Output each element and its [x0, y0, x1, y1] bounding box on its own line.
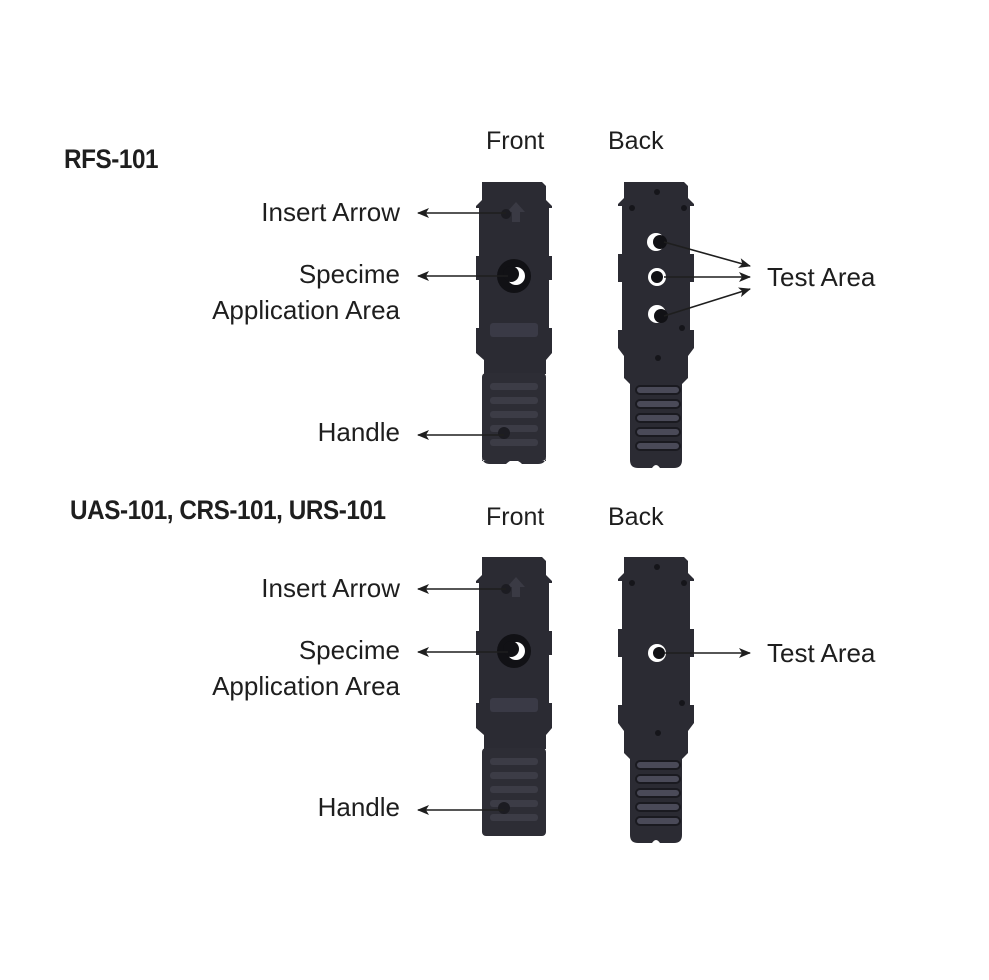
- back-view-label: Back: [608, 127, 664, 155]
- back-device-illustration: [617, 182, 695, 468]
- handle-label: Handle: [317, 792, 400, 822]
- model-title-uas-crs-urs: UAS-101, CRS-101, URS-101: [70, 495, 386, 525]
- front-view-label: Front: [486, 503, 545, 531]
- handle-label: Handle: [317, 417, 400, 447]
- specimen-well-icon: [497, 259, 531, 293]
- front-device-illustration: [474, 182, 554, 464]
- insert-arrow-label: Insert Arrow: [261, 573, 400, 603]
- test-area-well-icon: [648, 644, 666, 662]
- model-title-rfs: RFS-101: [64, 144, 159, 174]
- back-view-label: Back: [608, 503, 664, 531]
- insert-arrow-label: Insert Arrow: [261, 197, 400, 227]
- specimen-well-icon: [497, 634, 531, 668]
- test-area-well-icon: [648, 268, 666, 286]
- arrow-test-area-1: [663, 241, 751, 268]
- test-area-well-icon: [647, 233, 667, 251]
- specimen-label-line2: Application Area: [212, 295, 400, 325]
- arrow-test-area-3: [663, 287, 751, 317]
- insert-arrow-icon: [501, 202, 525, 222]
- back-device-illustration: [617, 557, 695, 843]
- test-area-well-icon: [648, 305, 668, 323]
- front-device-illustration: [474, 557, 554, 836]
- specimen-label-line1: Specime: [298, 259, 400, 289]
- test-area-label: Test Area: [767, 262, 876, 292]
- specimen-label-line2: Application Area: [212, 671, 400, 701]
- test-area-label: Test Area: [767, 638, 876, 668]
- specimen-label-line1: Specime: [298, 635, 400, 665]
- front-view-label: Front: [486, 127, 545, 155]
